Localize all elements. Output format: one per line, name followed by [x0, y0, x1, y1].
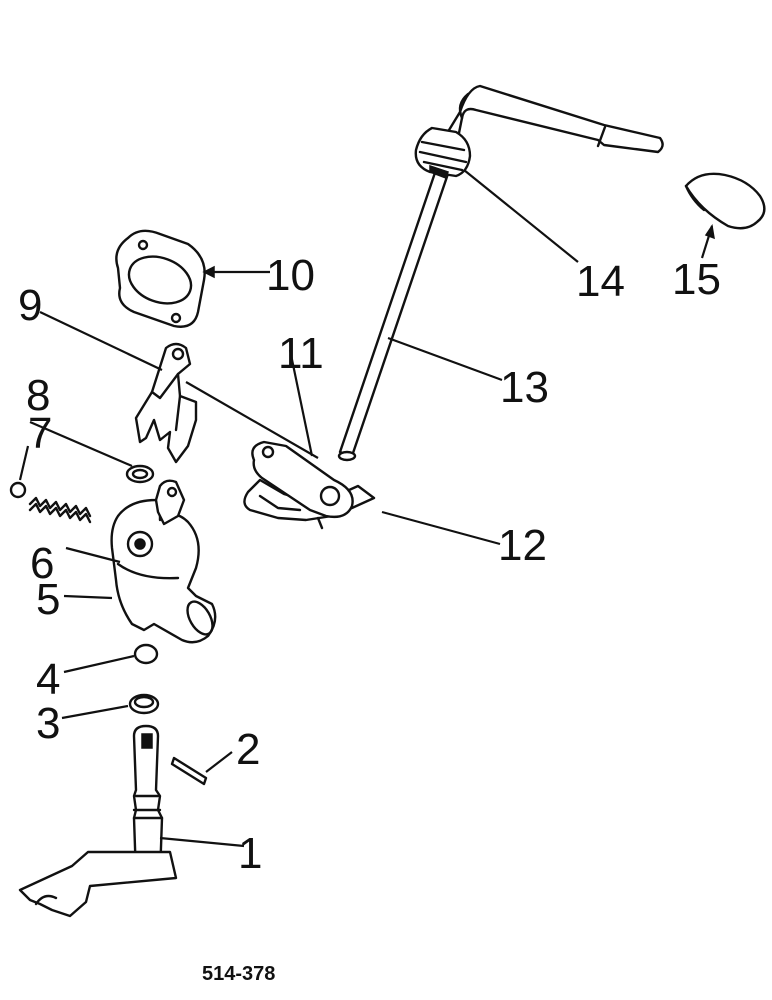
part-8-circlip	[125, 464, 155, 484]
part-11-link-plate	[251, 440, 354, 530]
callout-12: 12	[498, 521, 547, 570]
part-13-gear-lever	[337, 84, 664, 462]
leader-lines	[18, 169, 715, 848]
callout-14: 14	[576, 257, 625, 306]
part-9-selector-fork	[134, 342, 198, 464]
callout-4: 4	[36, 655, 60, 704]
callout-2: 2	[236, 725, 260, 774]
part-6-spring	[28, 496, 92, 524]
callout-8: 8	[26, 371, 50, 420]
part-15-knob	[684, 172, 766, 230]
callout-10: 10	[266, 251, 315, 300]
callout-6: 6	[30, 539, 54, 588]
callout-13: 13	[500, 363, 549, 412]
part-3-snap-ring	[128, 693, 160, 715]
callout-3: 3	[36, 699, 60, 748]
callout-9: 9	[18, 281, 42, 330]
callout-labels: 1 2 3 4 5 6 7 8 9 10 11 12 13 14 15	[18, 251, 721, 878]
part-1-selector-shaft	[18, 724, 178, 918]
part-4-o-ring	[133, 643, 159, 665]
callout-5: 5	[36, 575, 60, 624]
part-10-gasket	[115, 229, 206, 328]
part-7-ball	[9, 481, 27, 499]
drawing-code: 514-378	[202, 963, 275, 985]
part-2-roll-pin	[170, 756, 208, 786]
part-14-rubber-gaiter	[414, 126, 472, 179]
part-5-selector-housing	[110, 479, 217, 644]
callout-11: 11	[278, 329, 324, 378]
callout-7: 7	[28, 409, 52, 458]
callout-15: 15	[672, 255, 721, 304]
callout-1: 1	[238, 829, 262, 878]
